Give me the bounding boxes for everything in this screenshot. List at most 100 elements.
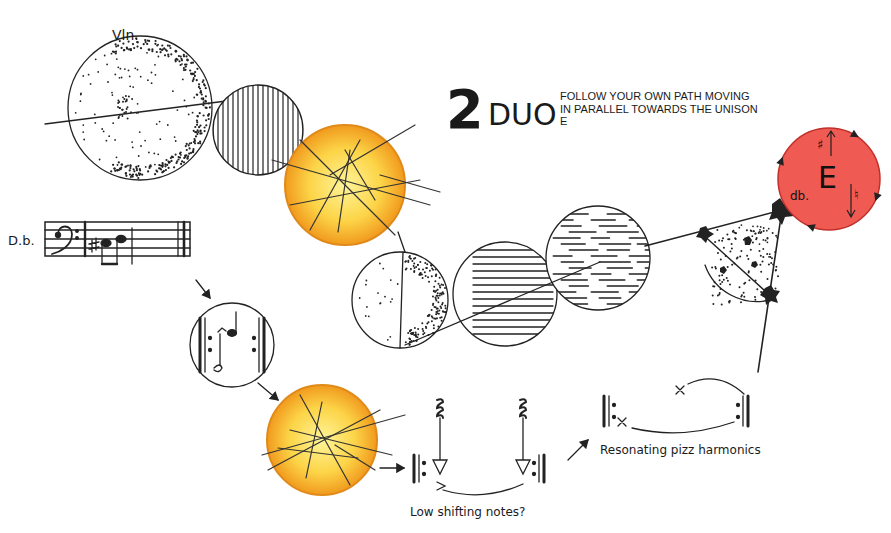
ink-dot [75, 112, 77, 114]
ink-dot [150, 165, 152, 167]
ink-dot [133, 170, 135, 172]
ink-dot [113, 51, 115, 53]
ink-dot [124, 49, 126, 51]
ink-dot [196, 93, 198, 95]
ink-dot [365, 315, 367, 317]
ink-dot [156, 44, 158, 46]
ink-dot [117, 66, 119, 68]
ink-dot [752, 241, 754, 243]
ink-dot [767, 238, 769, 240]
ink-dot [760, 231, 762, 233]
ink-dot [124, 68, 126, 70]
ink-dot [752, 230, 754, 232]
ink-dot [421, 322, 423, 324]
ink-dot [762, 261, 764, 263]
ink-dot [389, 336, 391, 338]
ink-dot [425, 275, 427, 277]
ink-dot [133, 168, 135, 170]
ink-dot [437, 295, 439, 297]
ink-dot [117, 102, 119, 104]
ink-dot [129, 76, 131, 78]
ink-dot [196, 68, 198, 70]
hatch-line [561, 297, 586, 299]
ink-dot [83, 139, 85, 141]
ink-dot [405, 260, 407, 262]
pizz-harmonics [604, 379, 748, 433]
ink-dot [118, 116, 120, 118]
hatch-line [553, 219, 573, 221]
ink-dot [200, 92, 202, 94]
ink-dot [116, 58, 118, 60]
ink-dot [427, 276, 429, 278]
ink-dot [116, 170, 118, 172]
ink-dot [437, 310, 439, 312]
ink-dot [405, 341, 407, 343]
ink-dot [720, 258, 722, 260]
hatch-line [591, 273, 610, 275]
hatch-line [212, 85, 213, 175]
ink-dot [129, 164, 131, 166]
ink-dot [184, 100, 186, 102]
ink-dot [772, 232, 774, 234]
ink-dot [186, 158, 188, 160]
ink-dot [159, 167, 161, 169]
ink-dot [750, 230, 752, 232]
ink-dot [175, 140, 177, 142]
ink-dot [164, 163, 166, 165]
ink-dot [177, 158, 179, 160]
ink-dot [94, 114, 96, 116]
hatch-line [473, 326, 553, 327]
ink-dot [444, 287, 446, 289]
ink-dot [439, 277, 441, 279]
hatch-line [629, 237, 650, 239]
ink-dot [763, 227, 765, 229]
ink-dot [760, 271, 762, 273]
instrument-label: D.b. [8, 234, 35, 248]
ink-dot [166, 50, 168, 52]
ink-dot [175, 50, 177, 52]
ink-dot [155, 40, 157, 42]
hatch-line [607, 285, 638, 287]
target-note: E [818, 163, 837, 193]
hatch-line [607, 267, 632, 269]
dashed-circle [546, 206, 650, 310]
ink-dot [727, 266, 729, 268]
ink-dot [176, 160, 178, 162]
hatch-line [257, 85, 258, 175]
ink-dot [439, 293, 441, 295]
ink-dot [738, 227, 740, 229]
orange-circle [267, 385, 377, 495]
hatch-line [473, 319, 553, 320]
ink-dot [430, 265, 432, 267]
ink-dot [434, 306, 436, 308]
ink-dot [397, 283, 399, 285]
ink-dot [418, 268, 420, 270]
ink-dot [424, 262, 426, 264]
red-circle [778, 128, 880, 230]
ink-dot [133, 47, 135, 49]
hatch-line [561, 261, 583, 263]
ink-dot [175, 60, 177, 62]
ink-dot [132, 147, 134, 149]
ink-dot [716, 229, 718, 231]
ink-dot [444, 311, 446, 313]
ink-dot [151, 72, 153, 74]
ink-dot [429, 270, 431, 272]
ink-dot [180, 152, 182, 154]
ink-dot [432, 317, 434, 319]
ink-dot [197, 142, 199, 144]
pitch-arrow [847, 184, 855, 217]
ink-dot [731, 243, 733, 245]
hatch-line [473, 249, 553, 250]
ink-dot [161, 166, 163, 168]
hatch-line [569, 213, 588, 215]
hatch-line [637, 297, 667, 299]
ink-dot [409, 338, 411, 340]
ink-dot [167, 55, 169, 57]
ink-dot [428, 321, 430, 323]
ink-dot [172, 90, 174, 92]
ink-dot [199, 125, 201, 127]
ink-dot [775, 270, 777, 272]
ink-dot [422, 330, 424, 332]
ink-dot [741, 224, 743, 226]
